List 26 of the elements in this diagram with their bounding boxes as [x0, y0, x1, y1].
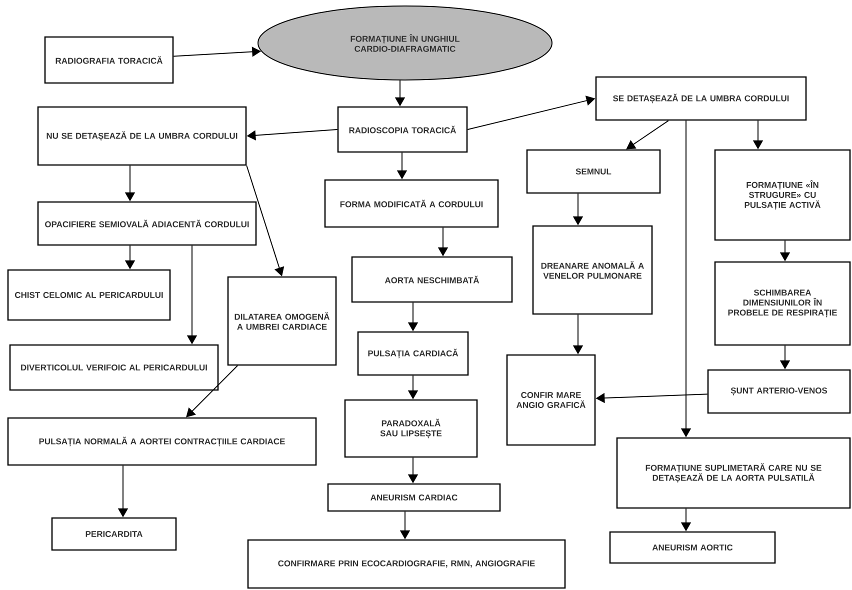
process-box: PERICARDITA [51, 517, 177, 551]
process-box: FORMAȚIUNE SUPLIMETARĂ CARE NU SE DETAȘEAZĂ DE LA AORTA PULSATILĂ [616, 437, 851, 509]
process-box: OPACIFIERE SEMIOVALĂ ADIACENTĂ CORDULUI [37, 201, 257, 246]
process-box: RADIOSCOPIA TORACICĂ [337, 106, 468, 153]
process-box: RADIOGRAFIA TORACICĂ [44, 36, 174, 84]
process-box: ANEURISM AORTIC [609, 531, 776, 564]
arrow [186, 365, 238, 418]
process-box: AORTA NESCHIMBATĂ [351, 256, 513, 303]
process-box: PULSAȚIA CARDIACĂ [357, 331, 469, 376]
process-box: DREANARE ANOMALĂ A VENELOR PULMONARE [532, 225, 653, 315]
process-box: ȘUNT ARTERIO-VENOS [707, 369, 851, 414]
process-box: DIVERTICOLUL VERIFOIC AL PERICARDULUI [9, 344, 219, 391]
process-box: CHIST CELOMIC AL PERICARDULUI [7, 269, 171, 321]
process-box: NU SE DETAȘEAZĂ DE LA UMBRA CORDULUI [37, 106, 247, 166]
process-box: ANEURISM CARDIAC [327, 483, 501, 512]
process-box: SEMNUL [526, 149, 661, 194]
process-box: SE DETAȘEAZĂ DE LA UMBRA CORDULUI [595, 76, 807, 121]
process-box: FORMA MODIFICATĂ A CORDULUI [324, 179, 499, 228]
process-box: PARADOXALĂ SAU LIPSEȘTE [344, 399, 478, 458]
arrow [626, 120, 669, 150]
process-box: CONFIRMARE PRIN ECOCARDIOGRAFIE, RMN, ANGIOGRAFIE [247, 539, 566, 589]
process-box: CONFIR MARE ANGIO GRAFICĂ [506, 354, 596, 446]
process-box: FORMAȚIUNE «ÎN STRUGURE» CU PULSAȚIE ACTIVĂ [714, 149, 851, 241]
process-box: DILATAREA OMOGENĂ A UMBREI CARDIACE [227, 276, 337, 366]
process-box: PULSAȚIA NORMALĂ A AORTEI CONTRACȚIILE CARDIACE [7, 417, 317, 466]
process-box: SCHIMBAREA DIMENSIUNILOR ÎN PROBELE DE RESPIRAȚIE [714, 261, 851, 346]
